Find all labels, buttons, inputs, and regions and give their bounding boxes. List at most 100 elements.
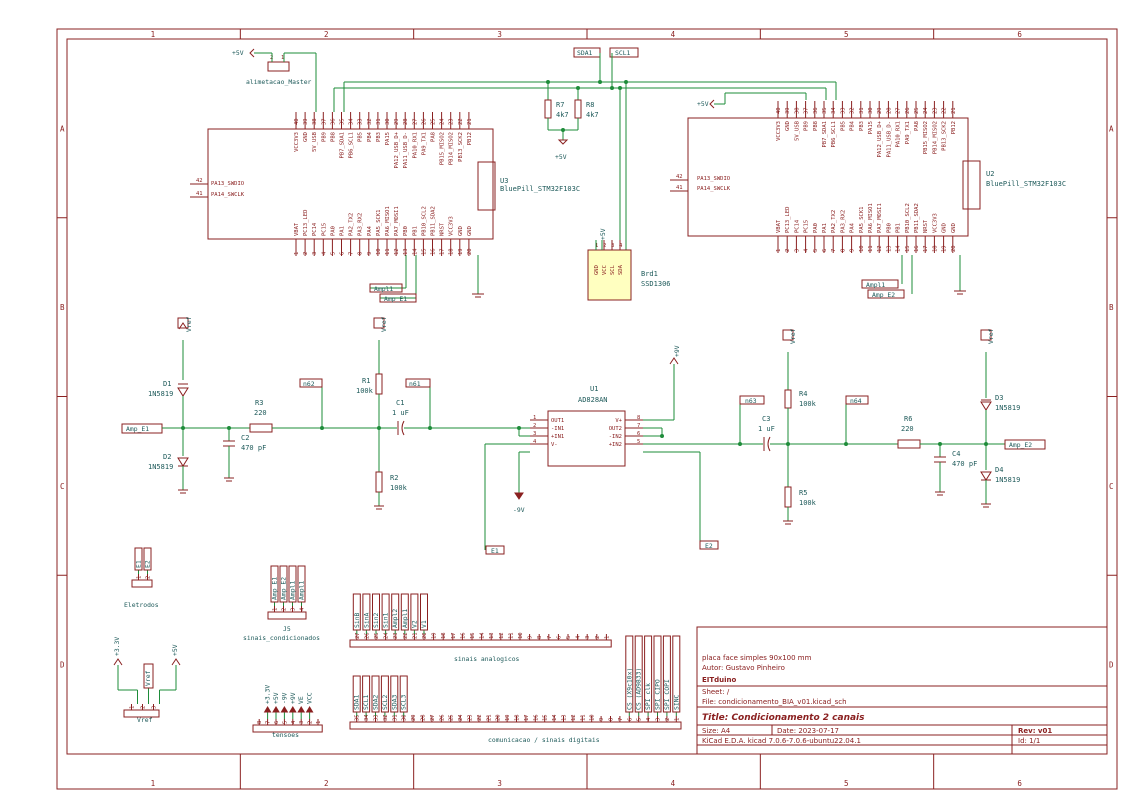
lcd-pin-name: SDA (618, 264, 624, 275)
pin-name: PB1 (896, 223, 902, 233)
lcd-5v: +5V (599, 228, 607, 240)
u1-pin-number: 8 (637, 415, 640, 421)
header-pin-number: 1 (316, 721, 322, 724)
com-net-label: SPI_COPI (663, 679, 671, 710)
header-net-label: Sin2 (372, 612, 380, 628)
header-pin-number: 1 (273, 608, 279, 611)
tb-sheet: Sheet: / (702, 688, 730, 696)
r7-ref: R7 (556, 101, 564, 109)
c4-ref: C4 (952, 450, 960, 458)
com-net-label: SDA2 (372, 694, 380, 710)
j5-val: sinais_condicionados (243, 634, 320, 642)
header-net-label: SinA (362, 612, 370, 628)
header-pin-number: 30 (402, 714, 408, 721)
tensoes-net-label: VE (297, 696, 305, 704)
lcd-pin-number: 2 (603, 243, 606, 249)
pin-name: PB15_MISO2 (440, 132, 446, 165)
i2c-bus: SDA1 SCL1 R7 4k7 R8 4k7 +5V (333, 47, 837, 250)
pin-name: PB13_SCK2 (458, 132, 464, 162)
pin-name: PA8 (914, 121, 920, 131)
tb-file: File: condicionamento_BIA_v01.kicad_sch (702, 698, 847, 706)
pin-name: PA1 (822, 223, 828, 233)
header-pin-number: 3 (291, 608, 297, 611)
grid-col-top: 3 (497, 30, 502, 39)
svg-text:42: 42 (676, 174, 683, 180)
header-net-label: Ampl1 (401, 609, 409, 628)
n62-label: n62 (303, 380, 315, 388)
header-pin-number: 34 (364, 714, 370, 721)
pin-name: PB0 (403, 226, 409, 236)
header-pin-number: 18 (441, 632, 447, 639)
header-pin-number: 5 (282, 721, 288, 724)
u1-pin-number: 6 (637, 431, 640, 437)
u1-m9v: -9V (513, 506, 525, 514)
pin-name: GND (303, 132, 309, 142)
c2-ref: C2 (241, 434, 249, 442)
header-pin-number: 22 (477, 714, 483, 721)
r4-ref: R4 (799, 390, 807, 398)
header-pin-number: 33 (374, 714, 380, 721)
pin-number: 34 (349, 118, 355, 125)
header-pin-number: 2 (141, 706, 147, 709)
pin-name: PB11_SDA2 (431, 206, 437, 236)
pin-number: 22 (458, 118, 464, 125)
grid-row-left: C (60, 482, 65, 491)
r3-ref: R3 (255, 399, 263, 407)
u2-pa13: PA13_SWDIO (697, 176, 730, 182)
pin-number: 36 (330, 118, 336, 125)
com-net-label: SPI_clk (644, 683, 652, 710)
grid-row-left: A (60, 124, 65, 133)
grid-col-top: 1 (151, 30, 156, 39)
tb-rev: Rev: v01 (1018, 727, 1052, 735)
u3-pa14: PA14_SWCLK (211, 192, 245, 198)
d2-val: 1N5819 (148, 463, 173, 471)
vref-conn-5v: +5V (171, 644, 179, 656)
pin-name: GND (942, 223, 948, 233)
header-pin-number: 7 (547, 636, 553, 639)
pin-number: 37 (804, 107, 810, 114)
header-pin-number: 24 (384, 632, 390, 639)
header-pin-number: 21 (486, 714, 492, 721)
c4-val: 470 pF (952, 460, 977, 468)
header-pin-number: 26 (439, 714, 445, 721)
header-pin-number: 3 (656, 718, 662, 721)
header-pin-number: 15 (470, 632, 476, 639)
header-pin-number: 13 (489, 632, 495, 639)
grid-col-bottom: 5 (844, 779, 849, 788)
pin-name: PC14 (312, 222, 318, 236)
u1-pin-name: +IN2 (609, 442, 622, 448)
pin-name: PC14 (794, 219, 800, 233)
pin-name: PB3 (859, 121, 865, 131)
svg-text:42: 42 (196, 178, 203, 184)
header-pin-number: 1 (130, 706, 136, 709)
pin-number: 33 (840, 107, 846, 114)
header-pin-number: 6 (556, 636, 562, 639)
analog-chain-right: n63 C3 1 uF Vref R4 100k R5 100k n64 R6 … (738, 328, 1046, 525)
u1-pin-name: +IN1 (551, 434, 564, 440)
pin-number: 6 (340, 252, 346, 255)
pin-name: PB4 (367, 131, 373, 142)
header-pin-number: 1 (137, 576, 143, 579)
header-pin-number: 16 (533, 714, 539, 721)
c2-val: 470 pF (241, 444, 266, 452)
pin-name: PA1 (340, 226, 346, 236)
u1-pin-name: OUT1 (551, 418, 564, 424)
header-pin-number: 3 (152, 706, 158, 709)
header-pin-number: 6 (274, 721, 280, 724)
r1-val: 100k (356, 387, 374, 395)
title-block: placa face simples 90x100 mm Autor: Gust… (696, 626, 1108, 755)
header-pin-number: 12 (571, 714, 577, 721)
u1-pin-number: 4 (533, 439, 537, 445)
pin-number: 19 (942, 245, 948, 252)
tb-line1: placa face simples 90x100 mm (702, 654, 812, 662)
pin-number: 37 (321, 118, 327, 125)
u1-pin-name: OUT2 (609, 426, 622, 432)
header-pin-number: 2 (146, 576, 152, 579)
pin-number: 7 (831, 249, 837, 252)
u2-power: +5V (697, 92, 807, 109)
u2-ampl1: Ampl1 (866, 281, 885, 289)
pin-number: 10 (376, 248, 382, 255)
pin-number: 15 (421, 248, 427, 255)
pin-number: 40 (776, 107, 782, 114)
